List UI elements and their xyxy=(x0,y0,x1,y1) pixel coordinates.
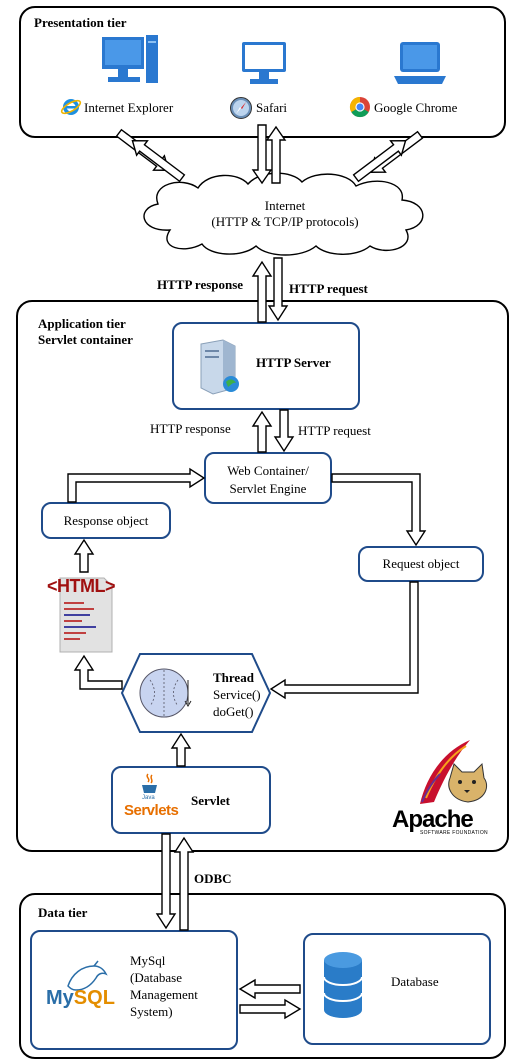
database-label: Database xyxy=(391,974,439,989)
thread-label: Thread xyxy=(213,670,254,685)
http-response-label: HTTP response xyxy=(157,277,244,292)
container-to-request-arrow xyxy=(331,473,427,547)
request-to-thread-arrow xyxy=(269,581,419,700)
mysql-logo-text: MySQL xyxy=(46,987,115,1010)
server-to-internet-arrow xyxy=(251,260,273,323)
safari-label: Safari xyxy=(256,100,288,115)
response-object-box xyxy=(41,502,171,539)
data-tier xyxy=(19,893,506,1059)
web-container-label: Web Container/ xyxy=(227,463,309,478)
servlet-to-thread-arrow xyxy=(170,732,192,767)
laptop-icon xyxy=(394,42,446,84)
safari-icon xyxy=(230,97,252,119)
desktop-computer-icon xyxy=(102,35,158,83)
database-to-mysql-arrow xyxy=(238,978,301,1000)
monitor-icon xyxy=(242,42,286,84)
server-http-request-label: HTTP request xyxy=(298,423,371,438)
internet-explorer-label: Internet Explorer xyxy=(84,100,174,115)
java-cup-icon xyxy=(142,773,157,793)
servlet-to-mysql-arrow xyxy=(155,833,177,930)
dbms-label-line1: (Database xyxy=(130,970,182,985)
protocols-label: (HTTP & TCP/IP protocols) xyxy=(211,214,359,229)
response-object-label: Response object xyxy=(63,513,149,528)
google-chrome-label: Google Chrome xyxy=(374,100,458,115)
mysql-label: MySql xyxy=(130,953,166,968)
request-object-label: Request object xyxy=(382,556,460,571)
database-icon xyxy=(323,952,363,1018)
mysql-to-servlet-arrow xyxy=(173,836,195,931)
http-server-label: HTTP Server xyxy=(256,355,331,370)
internet-to-safari-arrow xyxy=(265,125,287,184)
internet-to-ie-arrow xyxy=(131,140,186,183)
service-method-label: Service() xyxy=(213,687,261,702)
servlet-engine-label: Servlet Engine xyxy=(229,481,307,496)
java-logo-text: Java xyxy=(142,795,155,801)
html-to-response-arrow xyxy=(73,538,95,573)
thread-hexagon xyxy=(120,653,272,733)
thread-to-html-arrow xyxy=(73,654,123,690)
servlet-container-title: Servlet container xyxy=(38,332,133,347)
odbc-label: ODBC xyxy=(194,871,232,886)
request-object-box xyxy=(358,546,484,582)
application-tier-title: Application tier xyxy=(38,316,126,331)
http-request-label: HTTP request xyxy=(289,281,368,296)
mysql-logo-my: My xyxy=(46,987,74,1009)
servlet-box xyxy=(111,766,271,834)
response-to-container-arrow xyxy=(67,467,206,503)
safari-to-internet-arrow xyxy=(251,124,273,185)
mysql-to-database-arrow xyxy=(239,998,302,1020)
server-http-response-label: HTTP response xyxy=(150,421,231,436)
container-to-server-arrow xyxy=(251,410,273,453)
servlet-label: Servlet xyxy=(191,793,230,808)
server-to-container-arrow xyxy=(273,409,295,453)
html-document-icon xyxy=(59,577,113,653)
internet-explorer-icon xyxy=(60,99,82,115)
chrome-icon xyxy=(349,96,370,118)
internet-to-server-arrow xyxy=(267,257,289,322)
presentation-tier-title: Presentation tier xyxy=(34,15,127,30)
apache-logo-text: Apache xyxy=(392,806,474,833)
dbms-label-line3: System) xyxy=(130,1004,173,1019)
web-container-box xyxy=(204,452,332,504)
mysql-logo-sql: SQL xyxy=(73,987,115,1009)
mysql-box xyxy=(30,930,238,1050)
apache-logo-subtitle: SOFTWARE FOUNDATION xyxy=(420,830,488,836)
data-tier-title: Data tier xyxy=(38,905,88,920)
internet-label: Internet xyxy=(264,198,306,213)
server-icon xyxy=(200,339,239,395)
mysql-dolphin-icon xyxy=(67,960,108,991)
internet-cloud xyxy=(143,172,424,256)
html-logo-text: <HTML> xyxy=(47,576,116,596)
internet-to-chrome-arrow xyxy=(352,140,407,183)
doget-method-label: doGet() xyxy=(213,704,254,719)
dbms-label-line2: Management xyxy=(130,987,198,1002)
servlets-logo-text: Servlets xyxy=(124,802,179,819)
apache-feather-tomcat-logo xyxy=(420,740,488,804)
